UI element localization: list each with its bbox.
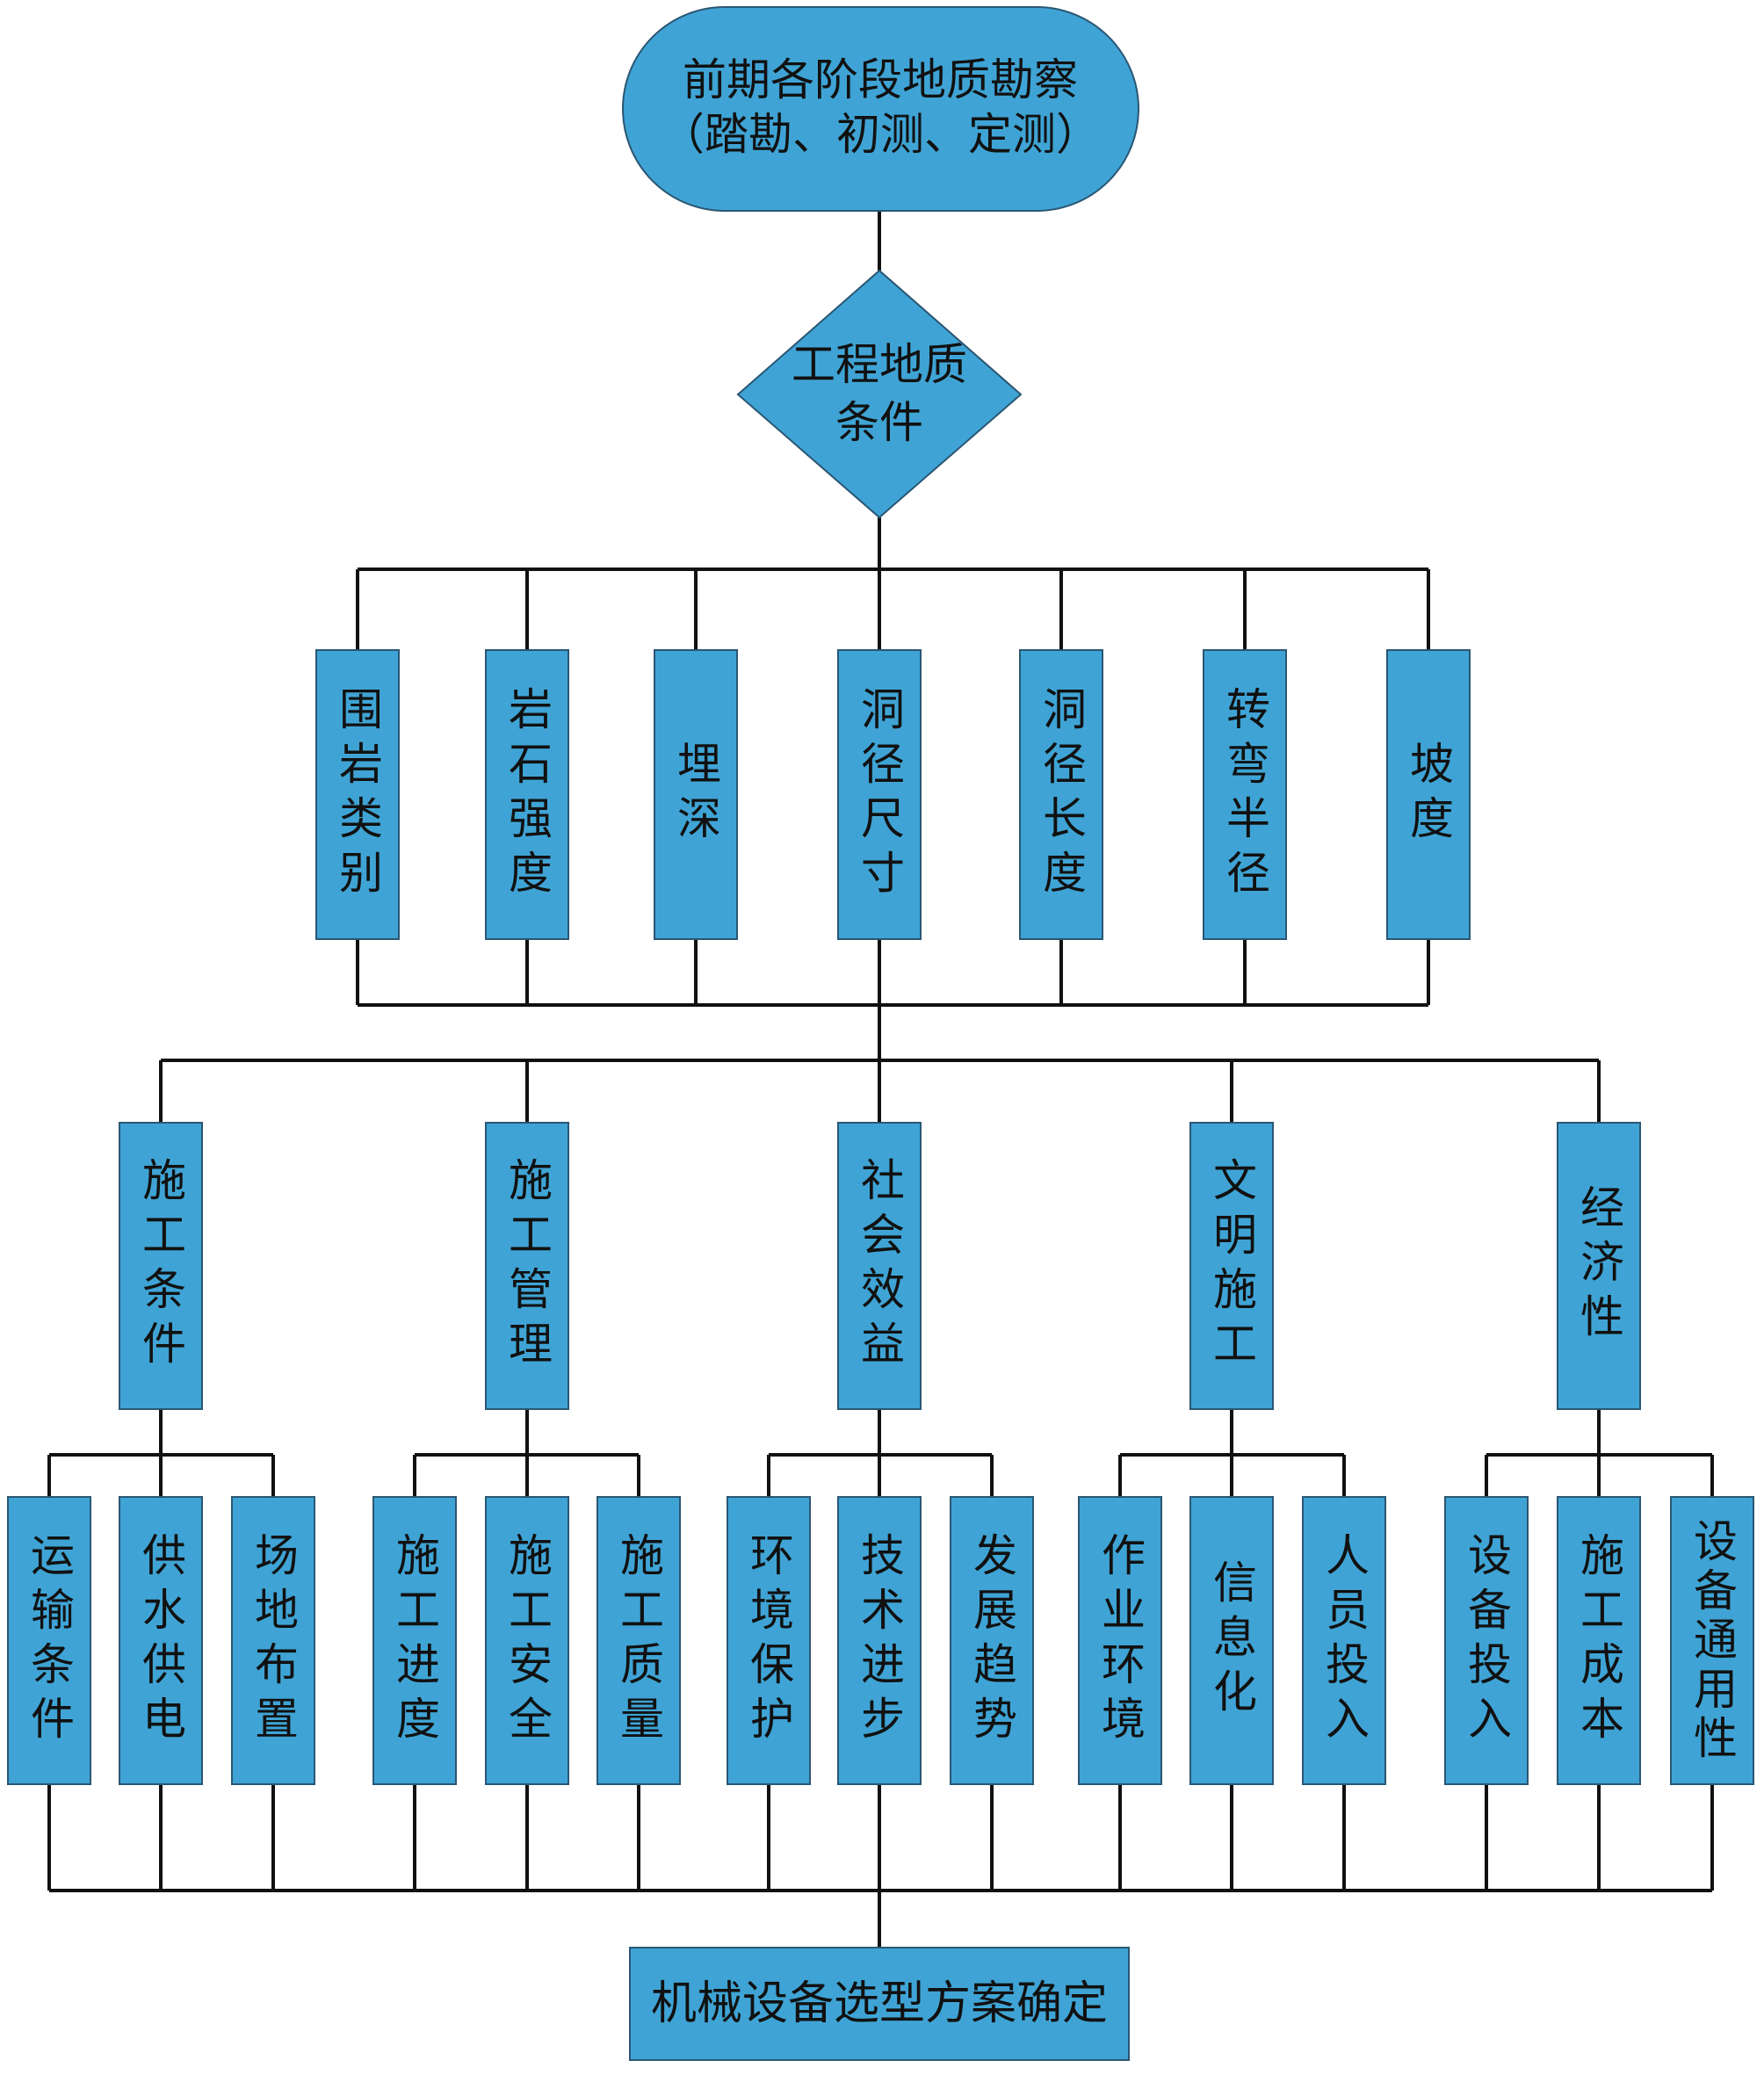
sub-criteria-box: 施工成本 [1557, 1496, 1641, 1785]
result-node: 机械设备选型方案确定 [629, 1947, 1130, 2061]
geology-factor-label: 埋深 [670, 740, 721, 850]
start-label-line-1: 前期各阶段地质勘察 [683, 54, 1078, 105]
sub-criteria-box: 人员投入 [1302, 1496, 1386, 1785]
geology-factor-label: 洞径长度 [1036, 685, 1087, 904]
start-label-line-2: （踏勘、初测、定测） [661, 109, 1100, 160]
geology-factor-box: 围岩类别 [315, 649, 400, 940]
sub-criteria-label: 作业环境 [1095, 1531, 1146, 1750]
geology-factor-label: 岩石强度 [502, 685, 553, 904]
sub-criteria-box: 技术进步 [837, 1496, 922, 1785]
geology-factor-label: 洞径尺寸 [854, 685, 905, 904]
criteria-box: 施工管理 [485, 1122, 569, 1410]
sub-criteria-label: 运输条件 [24, 1531, 75, 1750]
sub-criteria-label: 施工质量 [613, 1531, 664, 1750]
sub-criteria-label: 设备通用性 [1687, 1517, 1738, 1764]
geology-factor-box: 转弯半径 [1203, 649, 1287, 940]
geology-factor-box: 岩石强度 [485, 649, 569, 940]
sub-criteria-box: 场地布置 [231, 1496, 315, 1785]
sub-criteria-label: 技术进步 [854, 1531, 905, 1750]
geology-factor-label: 围岩类别 [332, 685, 383, 904]
sub-criteria-label: 发展趋势 [966, 1531, 1017, 1750]
decision-label-line-1: 工程地质 [792, 339, 967, 390]
geology-factor-box: 坡度 [1386, 649, 1471, 940]
criteria-label: 文明施工 [1206, 1157, 1257, 1375]
criteria-box: 文明施工 [1189, 1122, 1274, 1410]
connector-lines [47, 211, 1714, 1948]
decision-diamond-shape [736, 269, 1023, 519]
geology-factor-box: 洞径尺寸 [837, 649, 922, 940]
sub-criteria-label: 人员投入 [1319, 1531, 1370, 1750]
sub-criteria-box: 信息化 [1189, 1496, 1274, 1785]
geology-factor-label: 转弯半径 [1219, 685, 1270, 904]
sub-criteria-label: 施工安全 [502, 1531, 553, 1750]
decision-label-line-2: 条件 [835, 397, 923, 448]
sub-criteria-box: 作业环境 [1078, 1496, 1162, 1785]
start-node: 前期各阶段地质勘察 （踏勘、初测、定测） [622, 6, 1139, 212]
sub-criteria-box: 环境保护 [727, 1496, 811, 1785]
sub-criteria-box: 发展趋势 [950, 1496, 1034, 1785]
geology-factor-box: 洞径长度 [1019, 649, 1103, 940]
sub-criteria-label: 信息化 [1206, 1558, 1257, 1723]
criteria-box: 社会效益 [837, 1122, 922, 1410]
sub-criteria-label: 施工成本 [1573, 1531, 1624, 1750]
criteria-label: 社会效益 [854, 1157, 905, 1375]
sub-criteria-box: 运输条件 [7, 1496, 91, 1785]
sub-criteria-box: 设备投入 [1444, 1496, 1529, 1785]
sub-criteria-label: 设备投入 [1461, 1531, 1512, 1750]
geology-factor-label: 坡度 [1403, 740, 1454, 850]
decision-node: 工程地质 条件 [736, 269, 1023, 519]
criteria-box: 经济性 [1557, 1122, 1641, 1410]
sub-criteria-label: 施工进度 [389, 1531, 440, 1750]
sub-criteria-box: 供水供电 [119, 1496, 203, 1785]
sub-criteria-box: 施工进度 [372, 1496, 457, 1785]
sub-criteria-box: 施工安全 [485, 1496, 569, 1785]
sub-criteria-label: 环境保护 [743, 1531, 794, 1750]
sub-criteria-label: 场地布置 [248, 1531, 299, 1750]
result-box-shape [629, 1947, 1130, 2061]
criteria-label: 施工条件 [135, 1157, 186, 1375]
result-label: 机械设备选型方案确定 [651, 1977, 1108, 2030]
sub-criteria-label: 供水供电 [135, 1531, 186, 1750]
sub-criteria-box: 施工质量 [596, 1496, 681, 1785]
criteria-label: 经济性 [1573, 1184, 1624, 1348]
criteria-label: 施工管理 [502, 1157, 553, 1375]
criteria-box: 施工条件 [119, 1122, 203, 1410]
start-terminal-shape [622, 6, 1139, 212]
geology-factor-box: 埋深 [654, 649, 738, 940]
sub-criteria-box: 设备通用性 [1670, 1496, 1754, 1785]
